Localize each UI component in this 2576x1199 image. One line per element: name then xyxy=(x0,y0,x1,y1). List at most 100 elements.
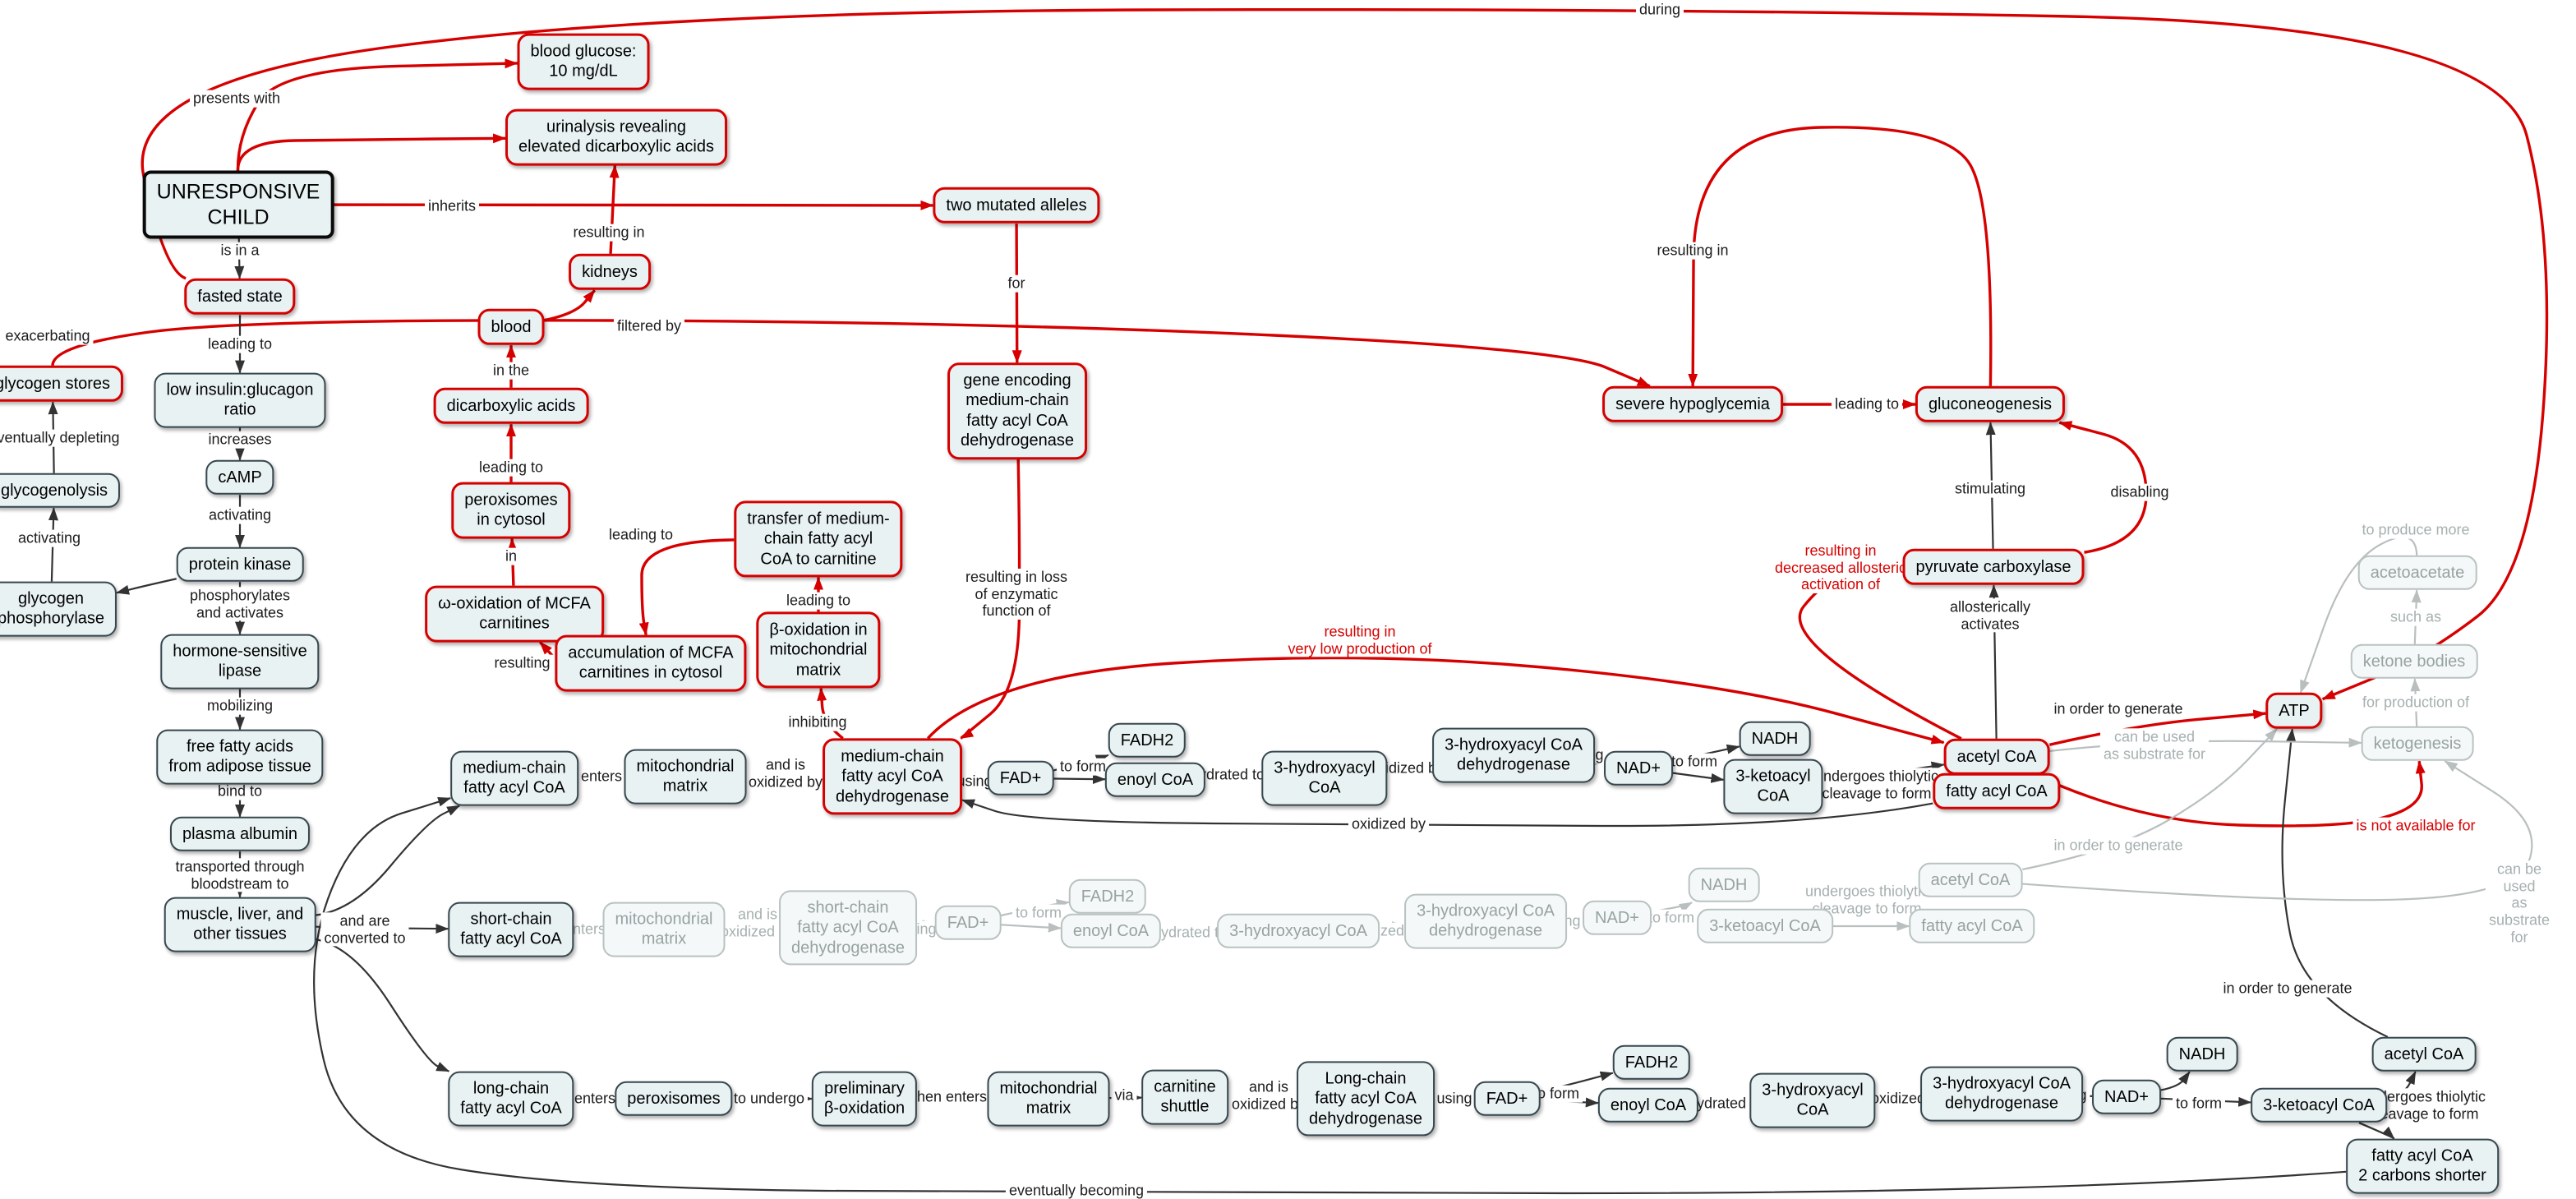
node-omega-oxidation[interactable]: ω-oxidation of MCFA carnitines xyxy=(425,585,604,643)
node-severe-hypoglycemia[interactable]: severe hypoglycemia xyxy=(1602,385,1783,423)
edge-label: resulting in loss of enzymatic function … xyxy=(961,568,1071,620)
node-fadh2-3[interactable]: FADH2 xyxy=(1612,1045,1691,1081)
node-low-insulin[interactable]: low insulin:glucagon ratio xyxy=(154,372,326,428)
node-fadh2-1[interactable]: FADH2 xyxy=(1108,722,1187,759)
node-beta-ox-mito[interactable]: β-oxidation in mitochondrial matrix xyxy=(756,611,881,689)
edge-muscle-liver-to-mc-facoa xyxy=(316,805,461,916)
node-hydroxyacyl1[interactable]: 3-hydroxyacyl CoA xyxy=(1261,750,1388,806)
node-unresponsive-child[interactable]: UNRESPONSIVE CHILD xyxy=(142,170,334,239)
node-accumulation-mcfa[interactable]: accumulation of MCFA carnitines in cytos… xyxy=(555,634,747,692)
edge-label: eventually becoming xyxy=(1005,1182,1148,1199)
node-sc-facoa[interactable]: short-chain fatty acyl CoA xyxy=(448,902,574,957)
edge-label: increases xyxy=(205,431,275,449)
node-hadh2[interactable]: 3-hydroxyacyl CoA dehydrogenase xyxy=(1404,893,1567,949)
node-protein-kinase[interactable]: protein kinase xyxy=(176,546,304,583)
node-ketoacyl2[interactable]: 3-ketoacyl CoA xyxy=(1697,908,1833,944)
node-scad[interactable]: short-chain fatty acyl CoA dehydrogenase xyxy=(779,890,917,966)
edge-glycogen-stores-to-severe-hypoglycemia xyxy=(51,319,1651,388)
node-hsl[interactable]: hormone-sensitive lipase xyxy=(160,634,320,689)
node-fattyacylcoa2[interactable]: fatty acyl CoA xyxy=(1909,908,2035,944)
edge-label: leading to xyxy=(605,526,677,544)
node-ketone-bodies[interactable]: ketone bodies xyxy=(2350,643,2478,680)
node-blood-glucose[interactable]: blood glucose: 10 mg/dL xyxy=(517,33,650,90)
node-lcad[interactable]: Long-chain fatty acyl CoA dehydrogenase xyxy=(1297,1061,1435,1137)
edge-label: stimulating xyxy=(1951,480,2030,498)
node-camp[interactable]: cAMP xyxy=(205,459,274,496)
edge-label: to form xyxy=(1667,753,1721,771)
node-lc-facoa[interactable]: long-chain fatty acyl CoA xyxy=(448,1071,574,1127)
node-gluconeogenesis[interactable]: gluconeogenesis xyxy=(1915,385,2066,423)
node-fasted-state[interactable]: fasted state xyxy=(184,278,296,316)
node-enoyl3[interactable]: enoyl CoA xyxy=(1597,1087,1699,1123)
edge-acetylcoa1-to-atp xyxy=(2048,709,2267,746)
node-acetylcoa3[interactable]: acetyl CoA xyxy=(2371,1036,2477,1072)
node-hadh3[interactable]: 3-hydroxyacyl CoA dehydrogenase xyxy=(1920,1066,2083,1122)
edge-acetylcoa1-to-ketogenesis xyxy=(2035,760,2426,828)
node-fattyacylcoa1[interactable]: fatty acyl CoA xyxy=(1933,772,2061,810)
node-peroxisomes2[interactable]: peroxisomes xyxy=(615,1081,733,1117)
edge-label: for production of xyxy=(2358,694,2473,712)
node-atp[interactable]: ATP xyxy=(2265,692,2323,730)
edge-nad1-to-ketoacyl1 xyxy=(1672,772,1725,783)
node-gene-mcad[interactable]: gene encoding medium-chain fatty acyl Co… xyxy=(947,362,1087,459)
node-hydroxyacyl2[interactable]: 3-hydroxyacyl CoA xyxy=(1217,913,1380,949)
node-pyruvate-carboxylase[interactable]: pyruvate carboxylase xyxy=(1902,548,2085,586)
edge-label: to produce more xyxy=(2358,521,2473,539)
node-ketoacyl1[interactable]: 3-ketoacyl CoA xyxy=(1723,759,1823,814)
node-fad2[interactable]: FAD+ xyxy=(934,905,1002,941)
node-prelim-betaox[interactable]: preliminary β-oxidation xyxy=(811,1071,918,1127)
edge-fattyacyl-shorter-to-mc-facoa xyxy=(313,796,2347,1195)
node-mc-facoa[interactable]: medium-chain fatty acyl CoA xyxy=(450,750,578,806)
edge-label: in order to generate xyxy=(2219,980,2356,998)
node-mcad[interactable]: medium-chain fatty acyl CoA dehydrogenas… xyxy=(823,738,962,815)
node-mito-matrix-1[interactable]: mitochondrial matrix xyxy=(624,749,747,805)
node-mito-matrix-2[interactable]: mitochondrial matrix xyxy=(602,902,726,957)
node-muscle-liver[interactable]: muscle, liver, and other tissues xyxy=(164,897,316,952)
node-glycogen-stores[interactable]: glycogen stores xyxy=(0,365,124,403)
edge-label: in order to generate xyxy=(2050,700,2187,718)
node-urinalysis[interactable]: urinalysis revealing elevated dicarboxyl… xyxy=(505,108,727,166)
edge-label: phosphorylates and activates xyxy=(186,587,294,621)
node-fadh2-2[interactable]: FADH2 xyxy=(1068,878,1147,915)
node-ketoacyl3[interactable]: 3-ketoacyl CoA xyxy=(2251,1087,2387,1123)
node-peroxisomes-cytosol[interactable]: peroxisomes in cytosol xyxy=(451,482,571,539)
edge-label: during xyxy=(1635,1,1684,19)
node-nad3[interactable]: NAD+ xyxy=(2092,1079,2161,1115)
node-hadh1[interactable]: 3-hydroxyacyl CoA dehydrogenase xyxy=(1432,727,1595,783)
node-fad1[interactable]: FAD+ xyxy=(987,760,1054,796)
node-glycogen-phosphorylase[interactable]: glycogen phosphorylase xyxy=(0,581,118,637)
node-two-mutated-alleles[interactable]: two mutated alleles xyxy=(933,187,1100,224)
node-glycogenolysis[interactable]: glycogenolysis xyxy=(0,473,121,509)
edge-label: inhibiting xyxy=(785,713,850,731)
node-hydroxyacyl3[interactable]: 3-hydroxyacyl CoA xyxy=(1749,1072,1876,1128)
node-ffa[interactable]: free fatty acids from adipose tissue xyxy=(156,729,324,785)
node-blood[interactable]: blood xyxy=(477,308,545,346)
edge-label: can be used as substrate for xyxy=(2099,728,2210,763)
node-acetylcoa2[interactable]: acetyl CoA xyxy=(1918,862,2023,898)
edge-label: in xyxy=(501,547,521,565)
node-enoyl2[interactable]: enoyl CoA xyxy=(1060,913,1162,949)
node-acetoacetate[interactable]: acetoacetate xyxy=(2357,555,2477,591)
node-nad2[interactable]: NAD+ xyxy=(1583,900,1652,936)
edge-label: filtered by xyxy=(613,317,685,335)
node-plasma-albumin[interactable]: plasma albumin xyxy=(169,816,311,852)
node-nadh1[interactable]: NADH xyxy=(1739,721,1811,757)
node-mito-matrix-3[interactable]: mitochondrial matrix xyxy=(987,1071,1110,1127)
node-nadh3[interactable]: NADH xyxy=(2166,1036,2238,1072)
node-nadh2[interactable]: NADH xyxy=(1688,867,1760,903)
edge-label: in the xyxy=(489,362,533,380)
node-fattyacyl-shorter[interactable]: fatty acyl CoA 2 carbons shorter xyxy=(2346,1138,2499,1194)
node-enoyl1[interactable]: enoyl CoA xyxy=(1104,762,1206,798)
node-carnitine-shuttle[interactable]: carnitine shuttle xyxy=(1141,1069,1228,1125)
node-dicarboxylic-acids[interactable]: dicarboxylic acids xyxy=(433,387,589,425)
node-transfer-mcfa-carnitine[interactable]: transfer of medium- chain fatty acyl CoA… xyxy=(734,500,903,578)
node-nad1[interactable]: NAD+ xyxy=(1604,750,1673,786)
node-ketogenesis[interactable]: ketogenesis xyxy=(2361,726,2474,762)
edge-protein-kinase-to-glycogen-phosphorylase xyxy=(116,578,177,595)
edge-label: leading to xyxy=(782,592,855,610)
node-fad3[interactable]: FAD+ xyxy=(1473,1081,1541,1117)
edge-label: mobilizing xyxy=(203,697,277,715)
node-kidneys[interactable]: kidneys xyxy=(569,253,651,291)
node-acetylcoa1[interactable]: acetyl CoA xyxy=(1943,738,2050,776)
